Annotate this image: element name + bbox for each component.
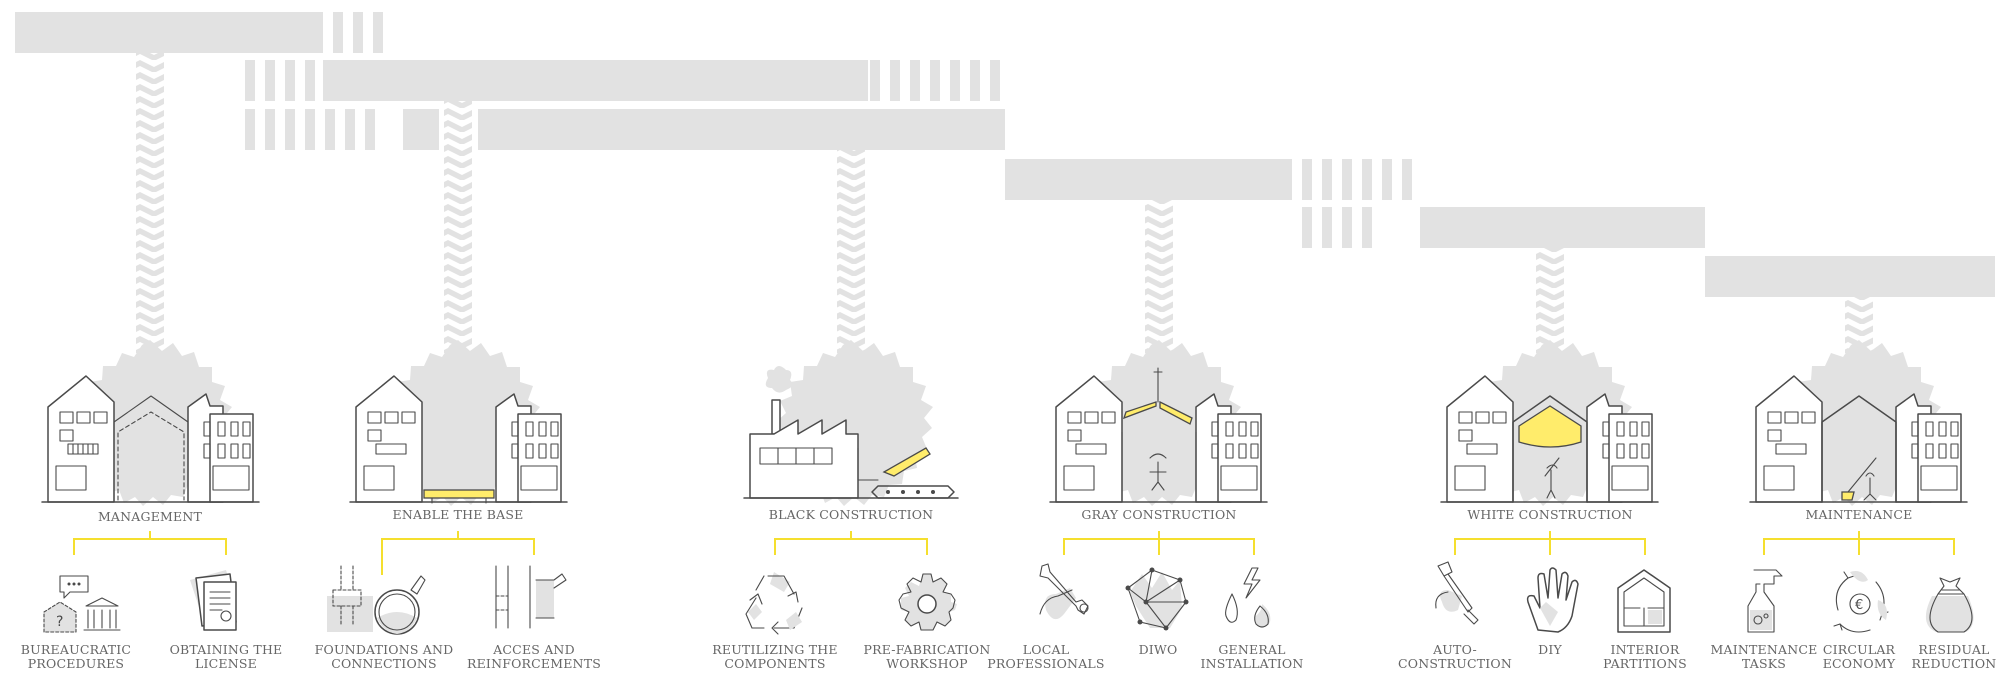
timeline-bar-white-construction — [1420, 207, 1705, 248]
stage-management: MANAGEMENT ? BUREAUCRATIC PROCEDURES OBT… — [21, 375, 283, 671]
item-label: CIRCULAR — [1823, 642, 1896, 657]
item-label: PRE-FABRICATION — [864, 642, 991, 657]
street-houses-icon — [41, 375, 260, 503]
trash-bag-icon — [1925, 577, 1974, 633]
stage-maintenance: MAINTENANCE € MAINTENANCE TASKS CIRCULAR… — [1711, 375, 1997, 671]
street-houses-icon — [1440, 375, 1659, 503]
item-label: GENERAL — [1218, 642, 1285, 657]
item-label: TASKS — [1742, 656, 1786, 671]
stage-label: WHITE CONSTRUCTION — [1467, 507, 1632, 522]
timeline-bar-black-construction — [478, 109, 1005, 150]
floorplan-icon — [1617, 569, 1671, 633]
street-houses-icon — [1749, 375, 1968, 503]
item-label: REUTILIZING THE — [712, 642, 837, 657]
timeline-bar-management — [15, 12, 323, 53]
item-label: ECONOMY — [1823, 656, 1896, 671]
item-label: WORKSHOP — [886, 656, 968, 671]
item-label: DIWO — [1139, 642, 1178, 657]
gear-icon — [898, 573, 957, 631]
item-label: COMPONENTS — [724, 656, 825, 671]
stage-label: MANAGEMENT — [98, 509, 203, 524]
svg-text:€: € — [1855, 598, 1863, 613]
item-label: REDUCTION — [1912, 656, 1997, 671]
factory-icon — [743, 366, 959, 499]
item-label: REINFORCEMENTS — [467, 656, 601, 671]
item-label: ACCES AND — [492, 642, 575, 657]
recycle-icon — [745, 572, 803, 635]
hand-icon — [1526, 567, 1579, 633]
svg-text:?: ? — [56, 614, 63, 630]
street-houses-crane-icon — [1049, 367, 1268, 503]
spray-bottle-icon — [1747, 569, 1783, 633]
timeline-gantt — [15, 12, 1995, 297]
timeline-bar-enable-base-2 — [403, 109, 439, 150]
item-label: AUTO- — [1432, 642, 1477, 657]
stage-gray-construction: GRAY CONSTRUCTION LOCAL PROFESSIONALS DI… — [987, 367, 1304, 671]
item-label: FOUNDATIONS AND — [315, 642, 454, 657]
item-label: LOCAL — [1023, 642, 1069, 657]
foundation-icon — [327, 565, 426, 635]
item-label: INTERIOR — [1611, 642, 1680, 657]
item-label: CONSTRUCTION — [1398, 656, 1512, 671]
timeline-bar-maintenance — [1705, 256, 1995, 297]
stage-label: ENABLE THE BASE — [393, 507, 524, 522]
license-documents-icon — [190, 570, 237, 631]
timeline-bar-enable-base — [323, 60, 868, 101]
item-label: BUREAUCRATIC — [21, 642, 131, 657]
item-label: DIY — [1538, 642, 1562, 657]
circular-economy-icon: € — [1833, 571, 1889, 633]
water-fire-electric-icon — [1225, 567, 1271, 628]
item-label: CONNECTIONS — [331, 656, 437, 671]
item-label: PROCEDURES — [28, 656, 124, 671]
timeline-stripes — [245, 12, 1412, 248]
item-label: LICENSE — [195, 656, 257, 671]
item-label: PROFESSIONALS — [987, 656, 1104, 671]
zigzag-connectors — [136, 53, 1873, 353]
network-hand-icon — [1125, 567, 1189, 631]
stage-label: BLACK CONSTRUCTION — [769, 507, 934, 522]
stage-white-construction: WHITE CONSTRUCTION AUTO- CONSTRUCTION DI… — [1398, 375, 1687, 671]
item-label: PARTITIONS — [1603, 656, 1687, 671]
starbursts — [75, 340, 1941, 506]
item-label: INSTALLATION — [1201, 656, 1304, 671]
stage-black-construction: BLACK CONSTRUCTION REUTILIZING THE COMPO… — [712, 366, 990, 671]
stage-enable-the-base: ENABLE THE BASE FOUNDATIONS AND CONNECTI… — [315, 375, 601, 671]
reinforcement-icon — [495, 565, 567, 629]
street-houses-icon — [349, 375, 568, 504]
wrench-hand-icon — [1039, 563, 1089, 620]
item-label: MAINTENANCE — [1711, 642, 1818, 657]
item-label: RESIDUAL — [1918, 642, 1989, 657]
stage-label: MAINTENANCE — [1806, 507, 1913, 522]
item-label: OBTAINING THE — [170, 642, 283, 657]
timeline-bar-gray-construction — [1005, 159, 1292, 200]
stage-label: GRAY CONSTRUCTION — [1081, 507, 1236, 522]
bureaucracy-icon: ? — [43, 575, 121, 633]
paintbrush-icon — [1435, 561, 1479, 625]
